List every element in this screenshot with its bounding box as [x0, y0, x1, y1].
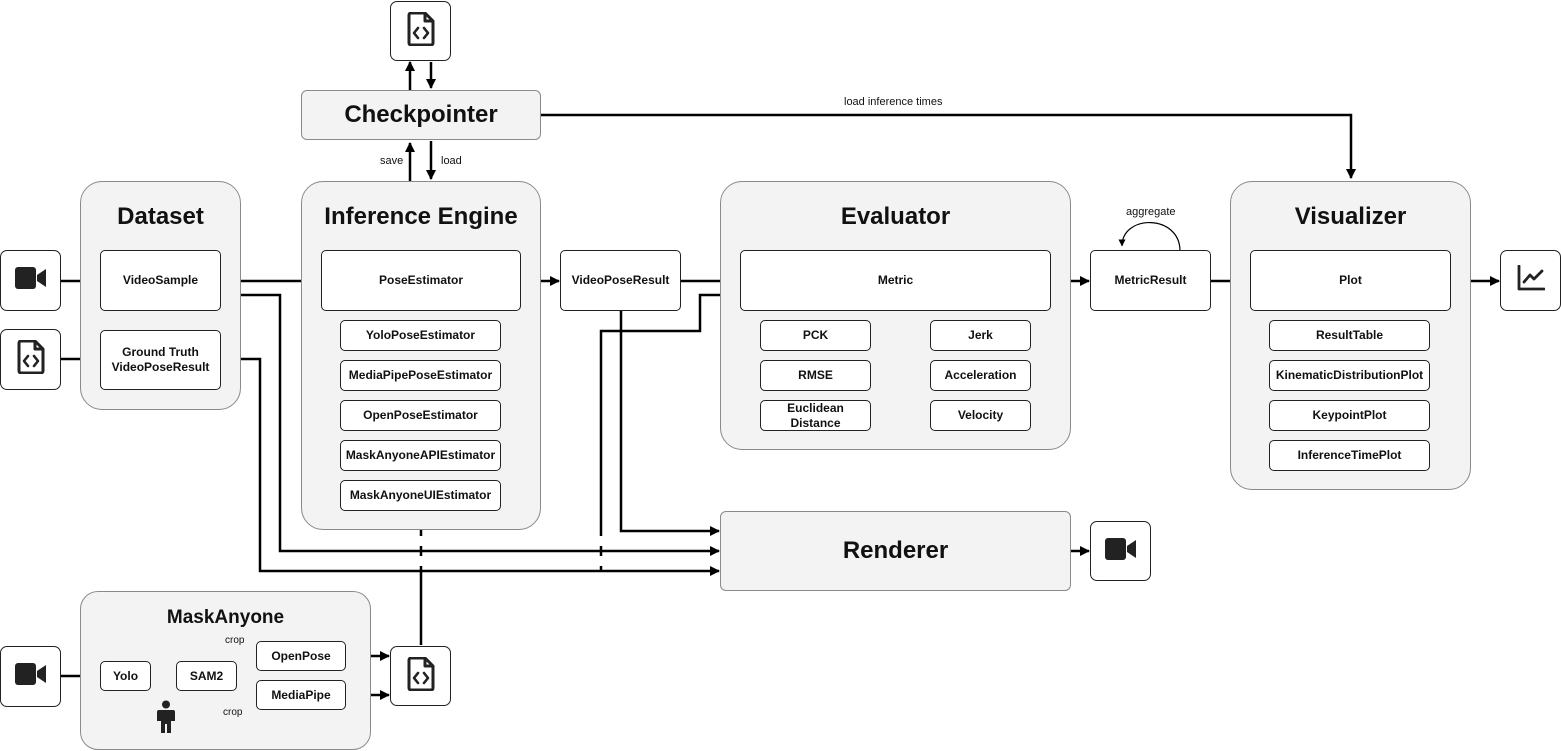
sam2-node: SAM2 [176, 661, 237, 691]
groundtruth-line2: VideoPoseResult [111, 360, 210, 374]
checkpointer-title: Checkpointer [344, 101, 498, 128]
groundtruth-to-metric-arrow [599, 290, 740, 571]
keypoint-plot-node: KeypointPlot [1269, 400, 1430, 431]
load-inference-times-label: load inference times [844, 96, 943, 108]
visualizer-title: Visualizer [1294, 203, 1407, 230]
rmse-node: RMSE [760, 360, 871, 391]
videoposeresult-to-renderer-arrow [619, 311, 720, 536]
maskanyone-title: MaskAnyone [166, 607, 285, 628]
person-icon [156, 700, 176, 739]
openpose-node: OpenPose [256, 641, 346, 671]
video-camera-icon [14, 267, 47, 294]
input-groundtruth-file [0, 329, 61, 390]
plot-node: Plot [1250, 250, 1451, 311]
videosample-to-renderer-arrow [220, 293, 720, 556]
code-file-icon [407, 656, 435, 696]
groundtruth-node: Ground Truth VideoPoseResult [100, 330, 221, 390]
metric-node: Metric [740, 250, 1051, 311]
load-inference-times-arrow [541, 113, 1356, 179]
maskanyone-api-estimator: MaskAnyoneAPIEstimator [340, 440, 501, 471]
jerk-node: Jerk [930, 320, 1031, 351]
checkpoint-file [390, 1, 451, 61]
poseestimator-node: PoseEstimator [321, 250, 521, 311]
crop-label-top: crop [225, 635, 245, 646]
mediapipe-node: MediaPipe [256, 680, 346, 710]
euclidean-distance-node: Euclidean Distance [760, 400, 871, 431]
yolo-node: Yolo [100, 661, 151, 691]
groundtruth-line1: Ground Truth [122, 345, 199, 359]
dataset-title: Dataset [117, 203, 204, 230]
inference-engine-group: Inference Engine [301, 181, 541, 530]
aggregate-label: aggregate [1126, 206, 1176, 218]
yolo-pose-estimator: YoloPoseEstimator [340, 320, 501, 351]
mediapipe-pose-estimator: MediaPipePoseEstimator [340, 360, 501, 391]
evaluator-title: Evaluator [840, 203, 951, 230]
kinematic-distribution-plot-node: KinematicDistributionPlot [1269, 360, 1430, 391]
input-video [0, 250, 61, 311]
videosample-node: VideoSample [100, 250, 221, 311]
line-chart-icon [1517, 264, 1545, 296]
euclidean-line1: Euclidean [787, 400, 844, 415]
output-chart [1500, 250, 1561, 311]
metricresult-node: MetricResult [1090, 250, 1211, 311]
code-file-icon [407, 11, 435, 51]
result-table-node: ResultTable [1269, 320, 1430, 351]
aggregate-loop-arrow [1118, 222, 1181, 252]
load-label: load [441, 155, 462, 167]
openpose-estimator: OpenPoseEstimator [340, 400, 501, 431]
output-video [1090, 521, 1151, 581]
inference-time-plot-node: InferenceTimePlot [1269, 440, 1430, 471]
renderer-title: Renderer [842, 537, 949, 564]
pck-node: PCK [760, 320, 871, 351]
checkpointer-box: Checkpointer [301, 90, 541, 140]
code-file-icon [17, 339, 45, 379]
video-camera-icon [1104, 537, 1137, 565]
maskanyone-output-file [390, 646, 451, 706]
renderer-box: Renderer [720, 511, 1071, 591]
euclidean-line2: Distance [790, 415, 841, 430]
maskanyone-ui-estimator: MaskAnyoneUIEstimator [340, 480, 501, 511]
acceleration-node: Acceleration [930, 360, 1031, 391]
crop-label-bottom: crop [223, 707, 243, 718]
velocity-node: Velocity [930, 400, 1031, 431]
maskanyone-input-video [0, 646, 61, 707]
save-label: save [380, 155, 404, 167]
inference-engine-title: Inference Engine [324, 203, 518, 230]
video-camera-icon [14, 663, 47, 690]
videoposeresult-node: VideoPoseResult [560, 250, 681, 311]
